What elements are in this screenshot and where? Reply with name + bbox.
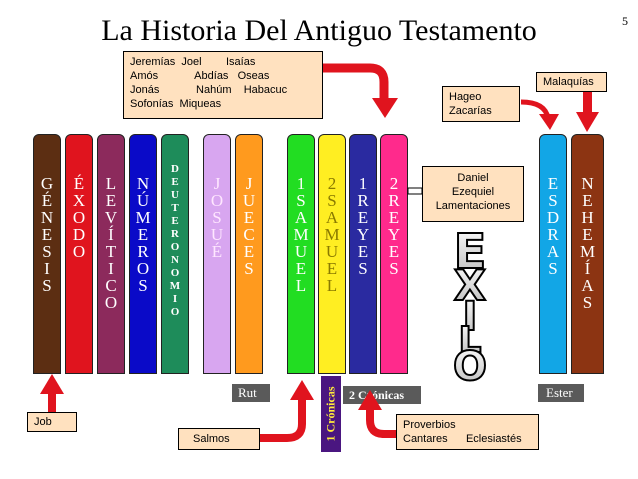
ester-tag: Ester — [538, 384, 584, 402]
arrowhead-prophets — [372, 98, 398, 118]
arrowhead-job — [40, 374, 64, 394]
arrowhead-malaquias — [576, 112, 599, 132]
proverbios-line: Proverbios — [403, 419, 456, 431]
exilio-l: L — [459, 320, 482, 361]
cronicas1-tag: 1 Crónicas — [321, 376, 341, 452]
prophets-box: Jeremías Joel Isaías Amós Abdías Oseas J… — [123, 51, 323, 119]
book-jueces: J U E C E S — [235, 134, 263, 374]
book-label: 2 S A M U E L — [324, 174, 340, 295]
proverbios-line: Cantares Eclesiastés — [403, 433, 522, 445]
book-deuteronomio: D E U T E R O N O M I O — [161, 134, 189, 374]
book-label: J U E C E S — [242, 174, 256, 278]
book-exodo: É X O D O — [65, 134, 93, 374]
book-label: N E H E M Í A S — [579, 174, 596, 312]
book-nehemias: N E H E M Í A S — [571, 134, 604, 374]
book-2-samuel: 2 S A M U E L — [318, 134, 346, 374]
daniel-line: Daniel — [457, 172, 489, 184]
book-1-reyes: 1 R E Y E S — [349, 134, 377, 374]
page-title: La Historia Del Antiguo Testamento — [101, 14, 537, 47]
prophets-line: Sofonías Miqueas — [130, 98, 222, 110]
page-number: 5 — [622, 14, 628, 28]
job-box: Job — [27, 412, 77, 432]
arrow-salmos — [260, 398, 306, 442]
book-label: N Ú M E R O S — [135, 174, 151, 295]
exilio-e: E — [454, 224, 487, 280]
book-josue: J O S U É — [203, 134, 231, 374]
prophets-line: Amós Abdías Oseas — [130, 70, 270, 82]
book-label: G É N E S I S — [40, 174, 54, 295]
prophets-line: Jeremías Joel Isaías — [130, 56, 256, 68]
book-genesis: G É N E S I S — [33, 134, 61, 374]
book-label: 1 R E Y E S — [356, 174, 370, 278]
arrow-prophets-to-reyes — [323, 63, 389, 100]
book-label: É X O D O — [72, 174, 86, 261]
job-line: Job — [34, 416, 52, 428]
book-label: J O S U É — [210, 174, 224, 261]
daniel-line: Ezequiel — [451, 186, 495, 198]
arrow-daniel-shaft — [407, 187, 423, 195]
exilio-o: O — [453, 344, 487, 390]
book-2-reyes: 2 R E Y E S — [380, 134, 408, 374]
daniel-box: Daniel Ezequiel Lamentaciones — [422, 166, 524, 222]
arrow-malaquias-shaft — [583, 92, 592, 114]
cronicas2-tag: 2 Crónicas — [343, 386, 421, 404]
exilio-letters: E X I L O — [452, 223, 488, 391]
arrowhead-salmos — [290, 380, 314, 400]
hageo-box: Hageo Zacarías — [442, 86, 520, 122]
hageo-line: Zacarías — [449, 105, 492, 117]
book-label: L E V Í T I C O — [104, 174, 118, 312]
malaquias-box: Malaquías — [536, 72, 607, 92]
rut-tag: Rut — [232, 384, 270, 402]
book-numeros: N Ú M E R O S — [129, 134, 157, 374]
prophets-line: Jonás Nahúm Habacuc — [130, 84, 288, 96]
book-1-samuel: 1 S A M U E L — [287, 134, 315, 374]
daniel-line: Lamentaciones — [435, 200, 511, 212]
arrowhead-hageo — [539, 114, 559, 130]
malaquias-line: Malaquías — [543, 76, 594, 88]
book-levitico: L E V Í T I C O — [97, 134, 125, 374]
arrowhead-proverbios — [358, 390, 382, 410]
hageo-line: Hageo — [449, 91, 482, 103]
arrow-proverbios — [366, 408, 396, 438]
book-label: D E U T E R O N O M I O — [169, 163, 181, 318]
book-label: 2 R E Y E S — [387, 174, 401, 278]
exilio-i: I — [463, 294, 478, 340]
book-label: 1 S A M U E L — [293, 174, 309, 295]
salmos-line: Salmos — [193, 433, 230, 445]
exilio-x: X — [454, 261, 486, 310]
book-label: E S D R A S — [546, 174, 560, 278]
book-esdras: E S D R A S — [539, 134, 567, 374]
salmos-box: Salmos — [178, 428, 260, 450]
proverbios-box: Proverbios Cantares Eclesiastés — [396, 414, 539, 450]
